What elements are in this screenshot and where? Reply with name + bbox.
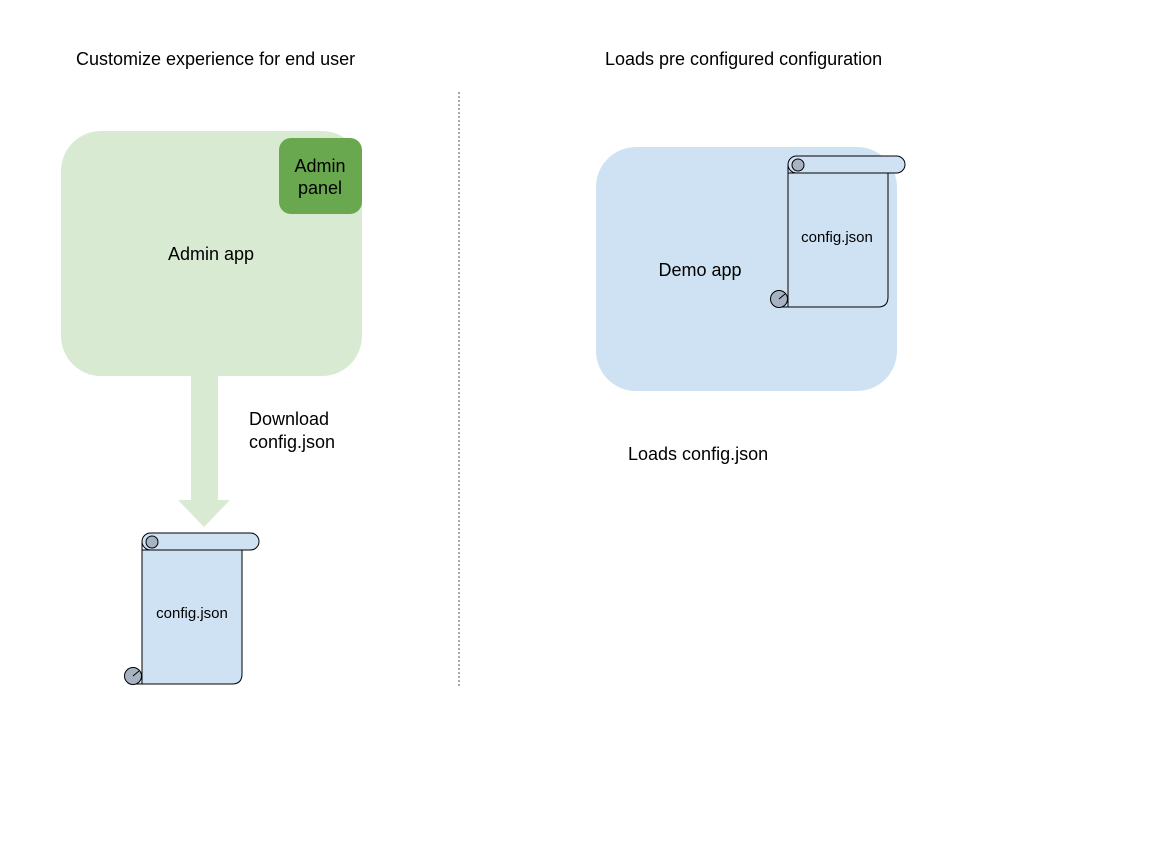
loads-config-caption: Loads config.json (628, 444, 768, 464)
admin-panel-label-line1: Admin (294, 156, 345, 176)
admin-app-label: Admin app (168, 244, 254, 264)
arrow-label-line2: config.json (249, 432, 335, 452)
download-arrow (178, 376, 230, 527)
admin-panel-label-line2: panel (298, 178, 342, 198)
right-heading: Loads pre configured configuration (605, 49, 882, 69)
downloaded-file-label: config.json (156, 605, 228, 622)
arrow-label-line1: Download (249, 409, 329, 429)
left-heading: Customize experience for end user (76, 49, 355, 69)
admin-panel-box (279, 138, 362, 214)
demo-app-label: Demo app (658, 260, 741, 280)
demo-file-label: config.json (801, 229, 873, 246)
